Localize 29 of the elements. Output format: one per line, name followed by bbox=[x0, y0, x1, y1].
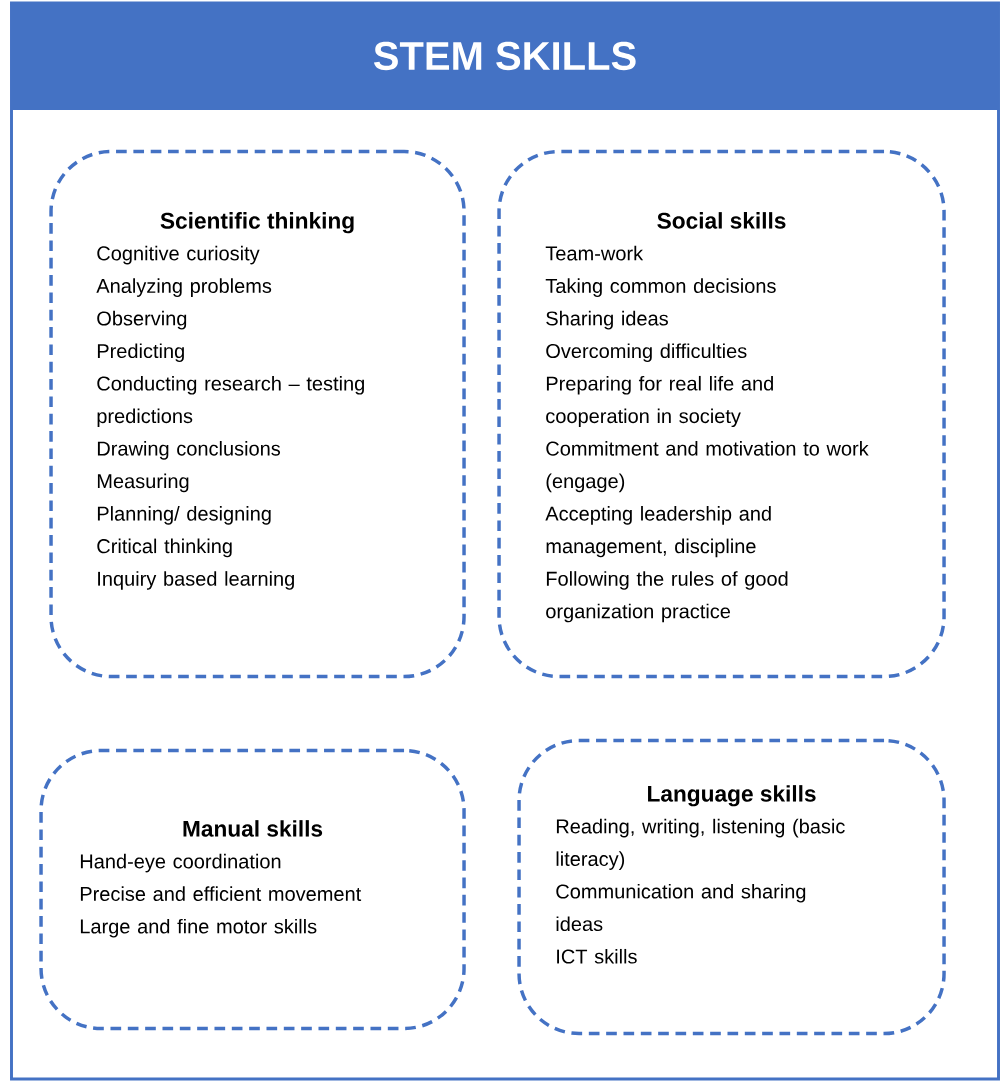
list-item: Preparing for real life and cooperation in society bbox=[546, 375, 773, 428]
list-item: Commitment and motivation to work (engage) bbox=[546, 441, 869, 493]
list-item: Predicting bbox=[97, 343, 184, 363]
list-item: Hand-eye coordination bbox=[80, 853, 281, 873]
list-item: Taking common decisions bbox=[545, 278, 776, 297]
list-item: Measuring bbox=[97, 473, 189, 493]
list-item: Critical thinking bbox=[97, 538, 232, 558]
list-item: Analyzing problems bbox=[96, 278, 272, 297]
list-item: Inquiry based learning bbox=[98, 571, 294, 590]
list-item: Reading, writing, listening (basic literacy) bbox=[556, 818, 845, 870]
box-heading: Language skills bbox=[648, 785, 816, 807]
list-item: Cognitive curiosity bbox=[97, 245, 260, 265]
list-item: Precise and efficient movement bbox=[80, 886, 362, 901]
list-item: Drawing conclusions bbox=[97, 441, 281, 460]
list-item: Overcoming difficulties bbox=[546, 343, 747, 363]
list-item: Accepting leadership and management, discipline bbox=[545, 506, 771, 558]
list-item: Conducting research – testing predictions bbox=[97, 375, 364, 428]
list-item: Planning/ designing bbox=[97, 506, 271, 525]
header-band: STEM SKILLS bbox=[11, 2, 999, 110]
list-item: ICT skills bbox=[557, 948, 637, 964]
box-heading: Social skills bbox=[657, 212, 786, 229]
list-item: Sharing ideas bbox=[546, 310, 668, 330]
box-heading: Manual skills bbox=[183, 820, 323, 837]
list-item: Team-work bbox=[545, 245, 644, 261]
list-item: Communication and sharing ideas bbox=[556, 883, 806, 932]
list-item: Large and fine motor skills bbox=[80, 918, 317, 938]
list-item: Following the rules of good organization practice bbox=[546, 571, 788, 623]
list-item: Observing bbox=[97, 310, 187, 330]
box-heading: Scientific thinking bbox=[160, 212, 354, 234]
